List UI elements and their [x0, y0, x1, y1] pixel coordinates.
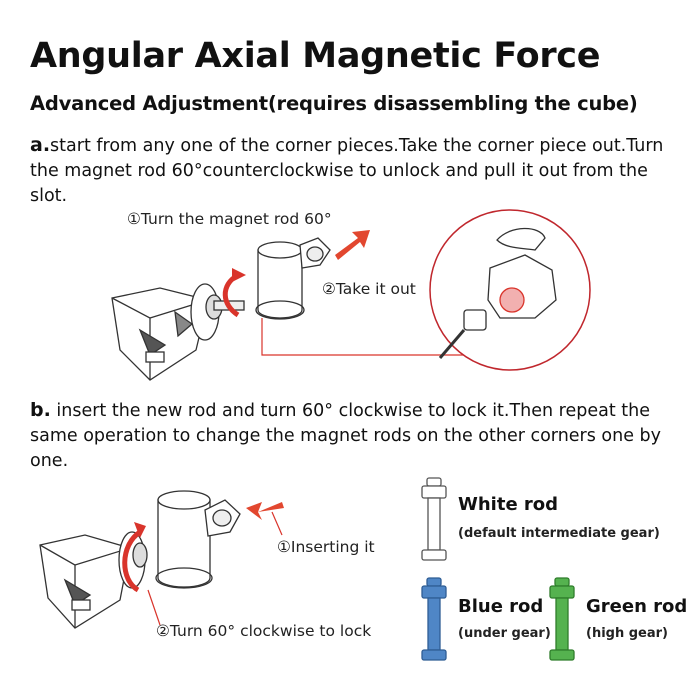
- callout-take-out: ②Take it out: [322, 280, 416, 298]
- cube-corner-illustration: [111, 287, 209, 381]
- white-rod-note: (default intermediate gear): [458, 526, 660, 541]
- white-rod-name: White rod: [458, 494, 559, 515]
- zoom-detail-illustration: [438, 227, 557, 359]
- step-b-paragraph: b. insert the new rod and turn 60° clock…: [30, 398, 690, 474]
- page-title: Angular Axial Magnetic Force: [30, 36, 601, 76]
- cylinder-piece-illustration-b: [155, 490, 241, 589]
- callout-inserting: ①Inserting it: [277, 538, 375, 556]
- page-subtitle: Advanced Adjustment(requires disassembli…: [30, 92, 638, 115]
- blue-rod-name: Blue rod: [458, 596, 544, 617]
- take-out-arrow-icon: [335, 230, 370, 260]
- callout-turn-clockwise: ②Turn 60° clockwise to lock: [156, 622, 372, 640]
- green-rod-name: Green rod: [586, 596, 688, 617]
- callout-turn-rod: ①Turn the magnet rod 60°: [127, 210, 332, 228]
- green-rod-icon: [549, 577, 575, 661]
- blue-rod-note: (under gear): [458, 626, 551, 641]
- green-rod-note: (high gear): [586, 626, 668, 641]
- blue-rod-icon: [421, 577, 447, 661]
- step-a-text: start from any one of the corner pieces.…: [30, 136, 664, 206]
- insert-arrow-icon: [246, 502, 284, 520]
- cube-corner-illustration-b: [39, 534, 131, 629]
- rotate-clockwise-arrow-icon: [122, 529, 142, 593]
- cylinder-piece-illustration: [255, 237, 331, 320]
- white-rod-icon: [421, 477, 447, 561]
- step-b-text: insert the new rod and turn 60° clockwis…: [30, 401, 662, 471]
- step-a-marker: a.: [30, 134, 51, 156]
- step-b-marker: b.: [30, 399, 51, 421]
- step-a-paragraph: a.start from any one of the corner piece…: [30, 133, 690, 209]
